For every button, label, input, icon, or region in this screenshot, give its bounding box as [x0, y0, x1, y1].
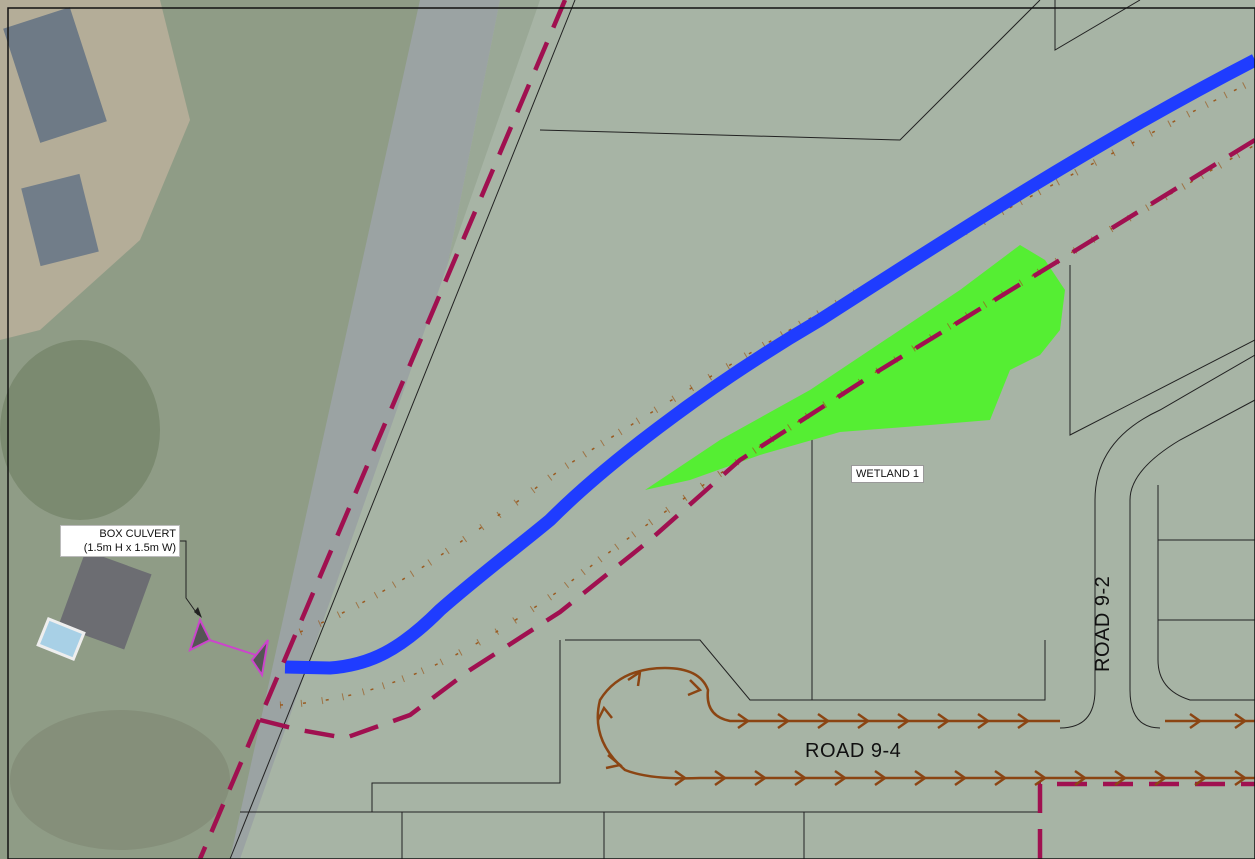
house-roof: [21, 173, 99, 267]
box-culvert-label-line2: (1.5m H x 1.5m W): [83, 542, 176, 554]
watercourse: [284, 54, 1255, 675]
box-culvert: [173, 540, 269, 678]
flow-arrow-icon: [596, 669, 1248, 787]
wetland-1-polygon: [645, 245, 1065, 490]
pool: [36, 616, 86, 662]
tree-canopy: [0, 340, 160, 520]
map-frame: [7, 7, 1255, 859]
culvert-headwall-icon: [250, 639, 269, 678]
lot-lines: [229, 0, 1255, 859]
highway: [230, 0, 500, 859]
box-culvert-label: BOX CULVERT (1.5m H x 1.5m W): [60, 525, 180, 557]
house-roof: [3, 7, 107, 143]
box-culvert-label-line1: BOX CULVERT: [99, 528, 176, 540]
tree-canopy: [10, 710, 230, 850]
road-9-4-centerline: [596, 666, 1255, 780]
house-roof: [58, 550, 152, 650]
road-9-2-label: ROAD 9-2: [1092, 575, 1114, 672]
culvert-headwall-icon: [188, 617, 212, 652]
road-9-4-label: ROAD 9-4: [805, 740, 902, 762]
property-boundary: [197, 0, 1255, 859]
wetland-label: WETLAND 1: [851, 465, 924, 483]
